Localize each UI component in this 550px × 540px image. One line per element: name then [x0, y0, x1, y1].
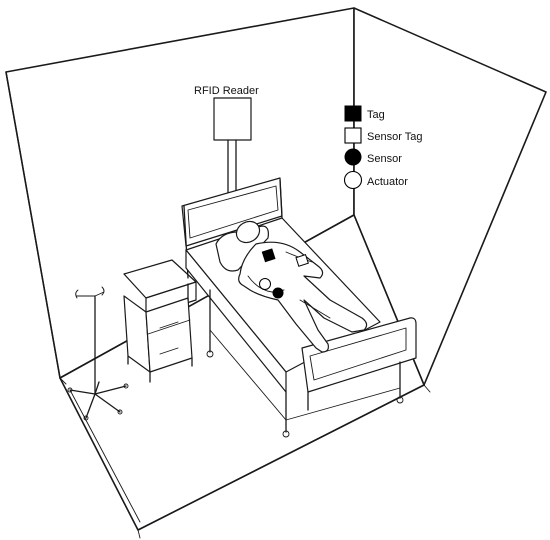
chest-tag-icon [261, 248, 276, 263]
bed-head-post-right [279, 179, 283, 219]
iv-base [69, 381, 127, 419]
patient-leg-line [299, 299, 331, 319]
legend-label-actuator: Actuator [367, 176, 408, 188]
wall-thickness-right [423, 384, 431, 393]
bed-footboard [301, 317, 417, 393]
patient [215, 220, 368, 353]
iv-wheel [123, 383, 129, 389]
legend: Tag Sensor Tag Sensor Actuator [343, 105, 422, 190]
bedside-cabinet [123, 259, 197, 383]
patient-body [238, 241, 368, 353]
bed-wheel [396, 396, 404, 404]
iv-wheel [67, 387, 73, 393]
legend-label-sensor: Sensor [367, 153, 402, 165]
cabinet-body-front [145, 297, 193, 373]
cabinet-door-handle [159, 347, 179, 355]
bed-wheel [282, 430, 290, 438]
sensor-tag-legend-icon [344, 127, 362, 144]
arm-actuator-icon [259, 278, 271, 290]
iv-wheel [117, 409, 123, 415]
rfid-reader-label: RFID Reader [194, 85, 259, 97]
bed-frame-rail [285, 387, 401, 421]
cabinet-drawer-handle [159, 321, 179, 329]
wrist-sensor-tag-icon [295, 254, 309, 267]
bed-frame-rail [209, 329, 287, 421]
floor-front-edge [137, 384, 425, 531]
bed-headboard-inner [187, 185, 279, 239]
wrist-sensor-icon [272, 287, 284, 299]
patient-head [235, 220, 261, 244]
rfid-reader: RFID Reader [194, 85, 259, 197]
left-wall-edge [5, 71, 61, 379]
bed-wheel [206, 350, 214, 358]
rfid-reader-panel [213, 97, 252, 141]
floor-baseline [69, 389, 141, 523]
iv-hook-right [94, 286, 105, 297]
legend-label-tag: Tag [367, 109, 385, 121]
sensor-legend-icon [344, 148, 362, 166]
cabinet-drawer-line [147, 319, 191, 335]
iv-stand [67, 286, 129, 421]
tag-legend-icon [344, 105, 362, 122]
wall-thickness-left [59, 377, 67, 385]
legend-label-sensor-tag: Sensor Tag [367, 131, 422, 143]
iv-hook-left [75, 289, 96, 299]
iv-wheel [83, 415, 89, 421]
actuator-legend-icon [343, 170, 363, 190]
bed-footboard-inner [309, 327, 407, 381]
wall-thickness-front [137, 529, 141, 539]
patient-devices [259, 248, 309, 299]
